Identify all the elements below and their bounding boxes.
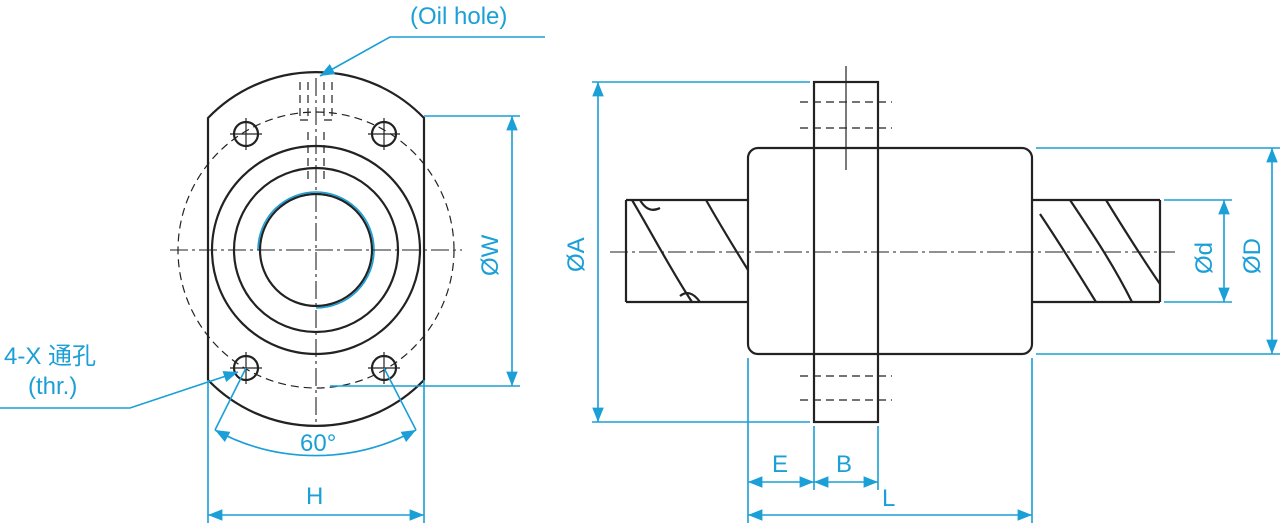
dim-w-label: ØW	[477, 234, 504, 276]
through-hole-sublabel: (thr.)	[28, 373, 77, 400]
dim-h-label: H	[306, 483, 323, 510]
flange-outline	[206, 70, 426, 428]
oil-hole-label: (Oil hole)	[410, 3, 507, 30]
screw-right	[1032, 198, 1162, 304]
dim-d-small-label: Ød	[1191, 242, 1218, 274]
dim-l-label: L	[882, 485, 895, 512]
screw-left	[624, 198, 748, 304]
dim-d-label: ØD	[1239, 238, 1266, 274]
through-hole-label: 4-X 通孔	[4, 343, 96, 370]
nut-body	[746, 146, 1034, 356]
dim-e-label: E	[772, 451, 788, 478]
angle-label: 60°	[300, 430, 336, 457]
front-view	[0, 36, 545, 523]
side-view	[592, 66, 1280, 523]
dim-a-label: ØA	[563, 237, 590, 272]
dim-b-label: B	[836, 451, 852, 478]
thread-arc	[257, 191, 375, 309]
